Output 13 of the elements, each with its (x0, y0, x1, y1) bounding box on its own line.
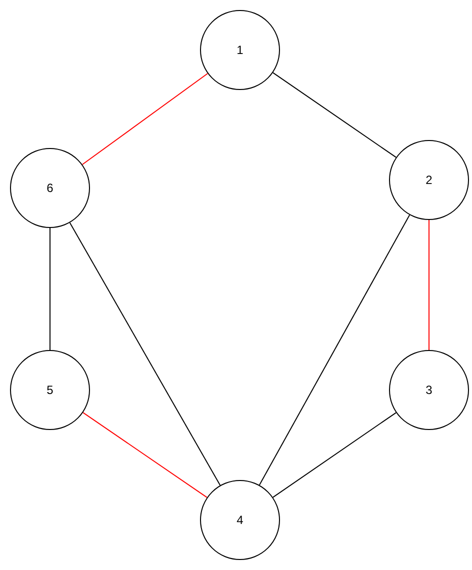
connector-line (272, 412, 397, 498)
node-label: 4 (236, 512, 244, 528)
node-label: 6 (46, 180, 54, 196)
connector-line (258, 214, 410, 486)
connector-line (69, 222, 221, 486)
node-label: 1 (236, 42, 244, 58)
connector-line (272, 72, 397, 158)
connector-line (82, 412, 208, 498)
node-label: 2 (426, 172, 432, 188)
connector-line (428, 220, 430, 350)
node-label: 3 (426, 382, 432, 398)
connector-line (82, 73, 208, 165)
node-label: 5 (46, 382, 54, 398)
